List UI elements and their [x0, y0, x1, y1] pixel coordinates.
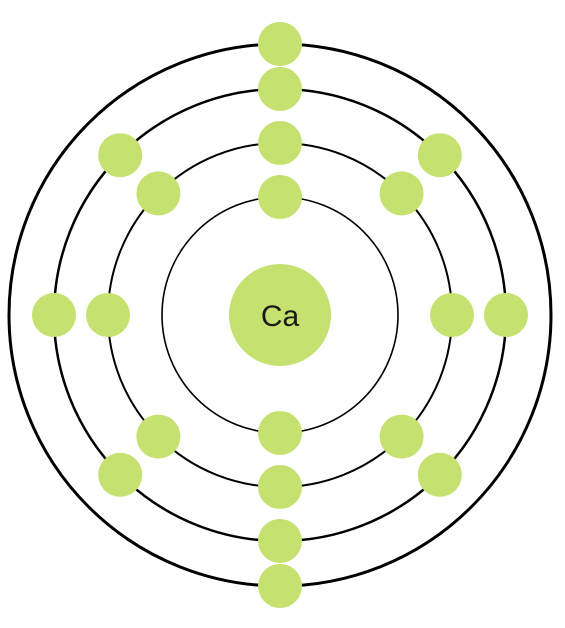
- electron-shell-1-2: [258, 411, 302, 455]
- electron-shell-2-5: [258, 465, 302, 509]
- electron-shell-2-8: [136, 171, 181, 216]
- electron-shell-2-4: [379, 414, 424, 459]
- nucleus: [229, 264, 331, 366]
- electrons: [32, 22, 528, 608]
- electron-shell-3-2: [417, 133, 462, 178]
- electron-shell-3-1: [258, 67, 302, 111]
- electron-shell-3-6: [98, 452, 143, 497]
- electron-shell-3-3: [484, 293, 528, 337]
- electron-shell-1-1: [258, 175, 302, 219]
- electron-shell-2-6: [136, 414, 181, 459]
- electron-shell-3-8: [98, 133, 143, 178]
- electron-shell-4-1: [258, 22, 302, 66]
- electron-shell-3-5: [258, 519, 302, 563]
- electron-shell-2-7: [86, 293, 130, 337]
- electron-shell-2-2: [379, 171, 424, 216]
- electron-shell-3-4: [417, 452, 462, 497]
- electron-shell-2-3: [430, 293, 474, 337]
- nucleus-symbol: Ca: [261, 300, 300, 333]
- electron-shell-4-2: [258, 564, 302, 608]
- electron-shell-3-7: [32, 293, 76, 337]
- electron-shell-2-1: [258, 121, 302, 165]
